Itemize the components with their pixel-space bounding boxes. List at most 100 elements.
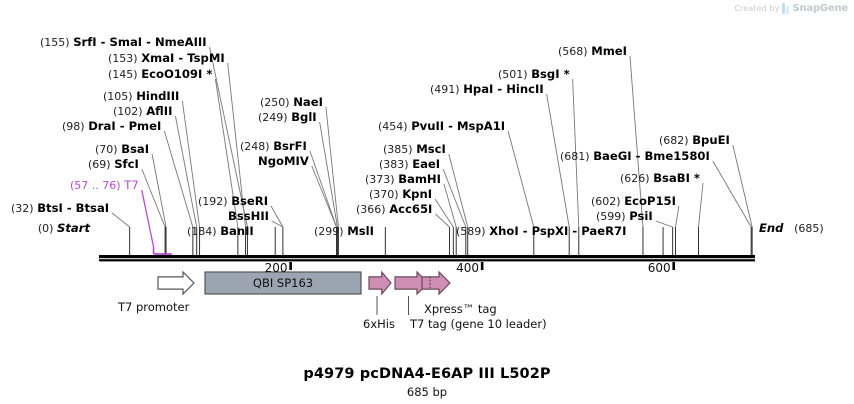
enzyme-name: SfcI xyxy=(114,157,139,171)
enzyme-site-label: (682) BpuEI xyxy=(659,134,730,147)
enzyme-site-position: (385) xyxy=(383,143,413,156)
enzyme-site-label: (681) BaeGI - Bme1580I xyxy=(560,150,710,163)
feature-arrow xyxy=(421,270,451,296)
enzyme-leader-line xyxy=(732,144,753,228)
enzyme-site-label: (491) HpaI - HincII xyxy=(430,83,544,96)
enzyme-site-position: (105) xyxy=(103,90,133,103)
backbone-line xyxy=(99,255,755,259)
enzyme-site-label: (69) SfcI xyxy=(88,158,139,171)
enzyme-name: EcoP15I xyxy=(624,194,676,208)
enzyme-name-separator: - xyxy=(493,82,507,96)
enzyme-name: MspA1I xyxy=(457,119,506,133)
enzyme-leader-line xyxy=(111,212,130,228)
enzyme-site-label: (299) MslI xyxy=(314,225,374,238)
enzyme-name: MmeI xyxy=(591,44,627,58)
enzyme-name: PsiI xyxy=(629,209,653,223)
enzyme-site-label: (373) BamHI xyxy=(365,173,441,186)
enzyme-leader-line xyxy=(151,153,167,228)
enzyme-name: NmeAIII xyxy=(154,35,207,49)
enzyme-site-label: (385) MscI xyxy=(383,143,446,156)
enzyme-site-position: (454) xyxy=(378,120,408,133)
watermark-prefix: Created by xyxy=(734,4,780,13)
enzyme-site-label: (249) BglI xyxy=(258,111,317,124)
enzyme-name: BsaI xyxy=(121,142,150,156)
enzyme-site-label: (184) BanII xyxy=(187,225,254,238)
enzyme-name: BsrFI xyxy=(273,139,307,153)
enzyme-leader-line xyxy=(309,150,337,228)
enzyme-site-position: (69) xyxy=(88,158,111,171)
enzyme-site-label: (626) BsaBI * xyxy=(620,172,700,185)
enzyme-site-position: (299) xyxy=(314,225,344,238)
enzyme-name: HindIII xyxy=(136,89,180,103)
enzyme-site-position: (184) xyxy=(187,225,217,238)
feature-site-label: (57 .. 76) T7 xyxy=(70,179,139,192)
enzyme-site-label: (383) EaeI xyxy=(379,158,440,171)
enzyme-leader-line xyxy=(270,205,284,228)
watermark-brand: SnapGene xyxy=(792,3,848,14)
enzyme-name: AflII xyxy=(146,104,173,118)
enzyme-name: BsgI * xyxy=(531,67,570,81)
end-label: End (685) xyxy=(759,221,824,235)
feature-site-range: (57 .. 76) xyxy=(70,179,121,192)
enzyme-name-separator: - xyxy=(631,149,645,163)
enzyme-leader-line xyxy=(435,213,450,228)
enzyme-name: EcoO109I * xyxy=(141,67,213,81)
enzyme-name: HincII xyxy=(506,82,544,96)
t7-leader-line xyxy=(141,189,155,248)
enzyme-name-separator: - xyxy=(96,35,110,49)
enzyme-name: XmaI xyxy=(141,51,175,65)
enzyme-name: PspXI xyxy=(531,224,569,238)
enzyme-site-position: (681) xyxy=(560,150,590,163)
enzyme-name: SmaI xyxy=(109,35,143,49)
enzyme-site-label: (602) EcoP15I xyxy=(591,195,676,208)
enzyme-name: PmeI xyxy=(128,119,162,133)
enzyme-site-label: (589) XhoI - PspXI - PaeR7I xyxy=(456,225,626,238)
enzyme-site-position: (366) xyxy=(356,203,386,216)
enzyme-site-label: NgoMIV xyxy=(258,155,309,168)
enzyme-site-position: (102) xyxy=(113,105,143,118)
start-label: (0) Start xyxy=(37,221,90,235)
enzyme-site-label: (102) AflII xyxy=(113,105,172,118)
enzyme-site-position: (626) xyxy=(620,172,650,185)
enzyme-name-separator: - xyxy=(115,119,129,133)
enzyme-site-position: (599) xyxy=(596,210,626,223)
enzyme-site-position: (250) xyxy=(260,96,290,109)
feature-label: Xpress™ tag xyxy=(424,302,497,316)
enzyme-leader-line xyxy=(181,100,201,228)
enzyme-site-position: (153) xyxy=(108,52,138,65)
enzyme-name: KpnI xyxy=(402,187,433,201)
enzyme-name-separator: - xyxy=(142,35,155,49)
enzyme-site-label: (153) XmaI - TspMI xyxy=(108,52,225,65)
enzyme-leader-line xyxy=(698,182,704,228)
backbone-line-2 xyxy=(99,259,755,262)
enzyme-name: XhoI xyxy=(489,224,519,238)
enzyme-leader-line xyxy=(325,106,339,228)
enzyme-leader-line xyxy=(271,220,284,228)
feature-box-label: QBI SP163 xyxy=(252,276,314,290)
enzyme-name: TspMI xyxy=(187,51,225,65)
enzyme-site-label: (250) NaeI xyxy=(260,96,323,109)
feature-label: T7 tag (gene 10 leader) xyxy=(410,317,547,331)
enzyme-site-position: (249) xyxy=(258,111,288,124)
enzyme-site-position: (192) xyxy=(198,195,228,208)
enzyme-leader-line xyxy=(507,130,535,228)
enzyme-site-label: (192) BseRI xyxy=(198,195,268,208)
page-title: p4979 pcDNA4-E6AP III L502P xyxy=(303,366,551,382)
enzyme-site-label: (105) HindIII xyxy=(103,90,179,103)
enzyme-name: EaeI xyxy=(412,157,441,171)
enzyme-name: MslI xyxy=(347,224,374,238)
enzyme-name: BsaBI * xyxy=(653,171,700,185)
enzyme-leader-line xyxy=(227,62,246,228)
enzyme-site-label: (32) BtsI - BtsaI xyxy=(11,202,109,215)
enzyme-site-position: (70) xyxy=(95,143,118,156)
enzyme-leader-line xyxy=(311,165,337,228)
enzyme-site-position: (248) xyxy=(240,140,270,153)
enzyme-name: BtsaI xyxy=(75,201,110,215)
enzyme-site-label: (501) BsgI * xyxy=(498,68,570,81)
enzyme-site-position: (589) xyxy=(456,225,486,238)
enzyme-name: BtsI xyxy=(37,201,63,215)
enzyme-leader-line xyxy=(655,220,673,228)
enzyme-site-position: (383) xyxy=(379,158,409,171)
